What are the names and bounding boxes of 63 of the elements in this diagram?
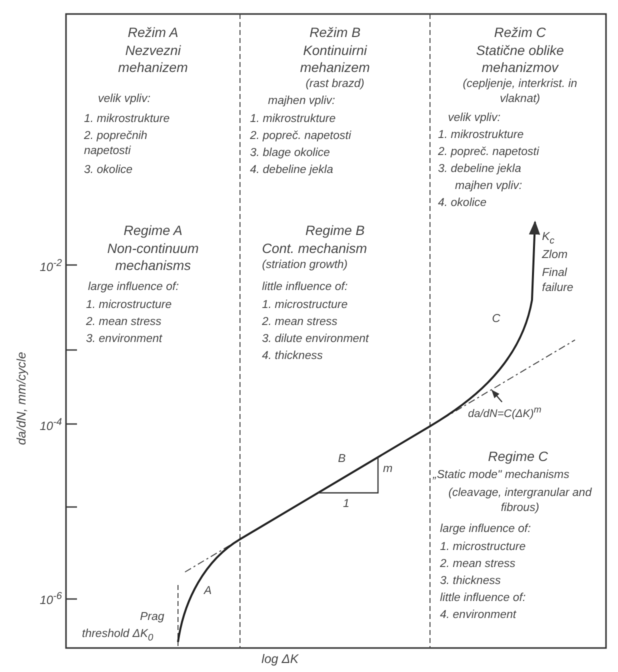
annotation-text: large influence of: <box>440 522 532 537</box>
annotation-text: „Static mode" mechanisms <box>433 468 570 483</box>
annotation-text: 3. blage okolice <box>250 146 331 161</box>
regime-heading: Regime B <box>304 222 366 239</box>
annotation-text: 4. debeline jekla <box>250 163 334 178</box>
regime-heading: Non-continuum mechanisms <box>106 240 200 274</box>
annotation-text: 3. environment <box>86 332 164 347</box>
annotation-text: 2. popreč. napetosti <box>438 145 540 160</box>
annotation-text: majhen vpliv: <box>268 94 336 109</box>
annotation-text: Zlom <box>542 248 569 263</box>
regime-heading: Cont. mechanism <box>262 240 368 257</box>
annotation-text: m <box>383 462 394 477</box>
annotation-text: 2. popreč. napetosti <box>250 129 352 144</box>
annotation-text: 3. dilute environment <box>262 332 370 347</box>
annotation-text: C <box>492 312 502 327</box>
annotation-text: 3. okolice <box>84 163 134 178</box>
regime-heading: Regime C <box>486 448 550 465</box>
regime-heading: Regime A <box>122 222 184 239</box>
annotation-text: 2. mean stress <box>86 315 162 330</box>
annotation-text: 4. environment <box>440 608 518 623</box>
annotation-text: 1 <box>343 497 350 512</box>
tick-label: 10$^{-2}$ <box>38 257 62 275</box>
annotation-text: K$_{c}$ <box>542 230 556 248</box>
annotation-text: 3. debeline jekla <box>438 162 522 177</box>
annotation-text: 1. mikrostrukture <box>84 112 171 127</box>
regime-heading: Kontinuirni mehanizem <box>299 42 371 76</box>
regime-heading: Statične oblike mehanizmov <box>475 42 565 76</box>
regime-heading: Režim C <box>493 24 547 41</box>
annotation-text: 1. microstructure <box>262 298 349 313</box>
annotation-text: velik vpliv: <box>448 111 502 126</box>
annotation-text: (cleavage, intergranular and fibrous) <box>447 486 593 516</box>
annotation-text: (rast brazd) <box>304 77 366 92</box>
annotation-text: 2. mean stress <box>440 557 516 572</box>
annotation-text: threshold ΔK$_{0}$ <box>82 627 154 646</box>
axis-title: log ΔK <box>260 652 300 667</box>
annotation-text: (striation growth) <box>262 258 349 273</box>
annotation-text: 2. poprečnih napetosti <box>84 129 148 159</box>
regime-heading: Nezvezni mehanizem <box>117 42 189 76</box>
annotation-text: little influence of: <box>262 280 349 295</box>
annotation-text: Prag <box>140 610 166 625</box>
annotation-text: large influence of: <box>88 280 180 295</box>
annotation-text: 2. mean stress <box>262 315 338 330</box>
annotation-text: 4. okolice <box>438 196 488 211</box>
axis-title: da/dN, mm/cycle <box>14 350 30 448</box>
annotation-text: 1. mikrostrukture <box>438 128 525 143</box>
annotation-text: Final failure <box>542 266 574 296</box>
regime-heading: Režim B <box>308 24 362 41</box>
annotation-text: 3. thickness <box>440 574 502 589</box>
leader-arrow <box>491 390 502 402</box>
regime-heading: Režim A <box>126 24 180 41</box>
formula-text: da/dN=C(ΔK)$^{m}$ <box>468 402 600 421</box>
annotation-text: (cepljenje, interkrist. in vlaknat) <box>462 77 578 107</box>
annotation-text: velik vpliv: <box>98 92 152 107</box>
tick-label: 10$^{-4}$ <box>38 416 62 434</box>
annotation-text: 4. thickness <box>262 349 324 364</box>
annotation-text: little influence of: <box>440 591 527 606</box>
annotation-text: 1. mikrostrukture <box>250 112 337 127</box>
annotation-text: 1. microstructure <box>86 298 173 313</box>
annotation-text: majhen vpliv: <box>455 179 524 194</box>
annotation-text: B <box>338 452 347 467</box>
annotation-text: A <box>204 584 213 599</box>
tick-label: 10$^{-6}$ <box>38 590 62 608</box>
annotation-text: 1. microstructure <box>440 540 527 555</box>
